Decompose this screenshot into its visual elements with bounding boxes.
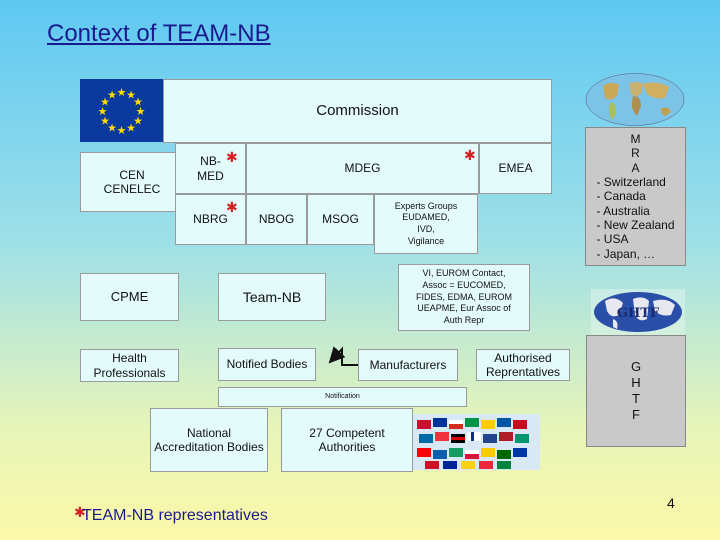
slide-title: Context of TEAM-NB [47, 20, 271, 47]
national-accreditation-bodies-box: National Accreditation Bodies [150, 408, 268, 472]
ghtf-logo-text: GHTF [617, 306, 660, 321]
authorised-representatives-box: Authorised Reprentatives [476, 349, 570, 381]
mra-item: - USA [596, 232, 629, 247]
svg-text:★: ★ [133, 115, 143, 128]
star-icon: ✱ [226, 149, 238, 165]
notified-bodies-box: Notified Bodies [218, 348, 316, 381]
svg-text:★: ★ [98, 105, 108, 118]
eu-flag-icon: ★ ★ ★ ★ ★ ★ ★ ★ ★ ★ ★ ★ [80, 79, 163, 142]
cpme-box: CPME [80, 273, 179, 321]
page-number: 4 [667, 495, 675, 511]
mra-item: - Canada [596, 189, 646, 204]
associations-box: VI, EUROM Contact, Assoc = EUCOMED, FIDE… [398, 264, 530, 331]
star-icon: ✱ [226, 199, 238, 215]
mra-box: M R A - Switzerland - Canada - Australia… [585, 127, 686, 266]
svg-text:★: ★ [107, 122, 117, 135]
svg-text:★: ★ [126, 89, 136, 102]
competent-authorities-box: 27 Competent Authorities [281, 408, 413, 472]
mra-item: - Australia [596, 203, 650, 218]
commission-box: Commission [163, 79, 552, 143]
ghtf-logo: GHTF [591, 289, 685, 335]
emea-box: EMEA [479, 143, 552, 194]
world-map-icon [585, 72, 685, 127]
ghtf-box: G H T F [586, 335, 686, 447]
svg-text:★: ★ [126, 122, 136, 135]
nb-med-box: NB- MED [175, 143, 246, 194]
manufacturers-to-notified-bodies-arrow [328, 346, 358, 366]
notification-box: Notification [218, 387, 467, 407]
nbrg-box: NBRG [175, 194, 246, 245]
nbog-box: NBOG [246, 194, 307, 245]
svg-text:★: ★ [107, 89, 117, 102]
health-professionals-box: Health Professionals [80, 349, 179, 382]
star-icon: ✱ [464, 147, 476, 163]
mra-country-list: - Switzerland - Canada - Australia - New… [596, 175, 674, 261]
svg-text:★: ★ [117, 86, 127, 99]
mra-item: - New Zealand [596, 218, 675, 233]
eu-member-flags-image [413, 414, 540, 470]
team-nb-box: Team-NB [218, 273, 326, 321]
legend-text: TEAM-NB representatives [82, 507, 268, 524]
mra-item: - Switzerland [596, 174, 666, 189]
mdeg-box: MDEG [246, 143, 479, 194]
star-icon: ✱ [74, 504, 86, 520]
cen-cenelec-box: CEN CENELEC [80, 152, 184, 212]
experts-groups-box: Experts Groups EUDAMED, IVD, Vigilance [374, 194, 478, 254]
svg-text:★: ★ [100, 115, 110, 128]
svg-text:★: ★ [133, 96, 143, 109]
mra-item: - Japan, … [596, 246, 656, 261]
mra-header: M R A [630, 131, 641, 175]
svg-text:★: ★ [117, 124, 127, 137]
svg-text:★: ★ [100, 96, 110, 109]
svg-text:★: ★ [136, 105, 146, 118]
msog-box: MSOG [307, 194, 374, 245]
manufacturers-box: Manufacturers [358, 349, 458, 381]
